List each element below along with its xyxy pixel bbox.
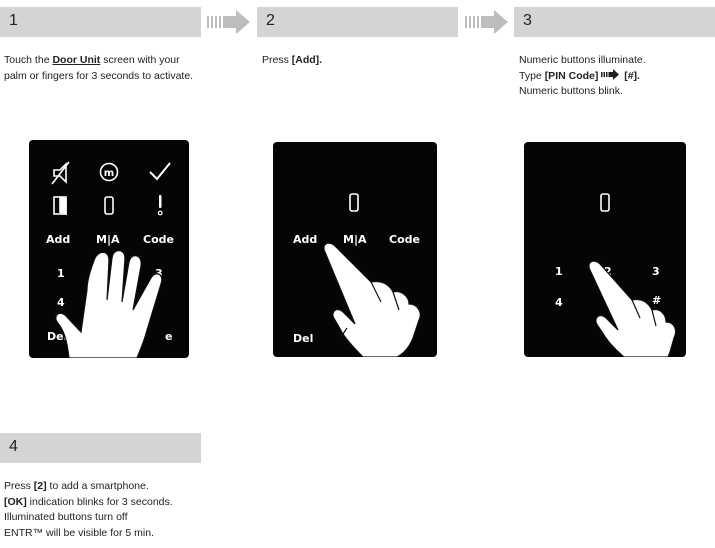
- key-1: 1: [555, 265, 563, 278]
- arrow-icon: [601, 69, 621, 80]
- step-2-header: 2: [257, 7, 458, 37]
- step-1-instruction: Touch the Door Unit screen with your pal…: [4, 53, 204, 84]
- step-2-instruction: Press [Add].: [262, 53, 462, 69]
- key-add: Add: [293, 233, 317, 246]
- key-add: Add: [46, 233, 70, 246]
- key-3: 3: [652, 265, 660, 278]
- door-icon: [54, 197, 66, 214]
- instruction-line: Numeric buttons blink.: [519, 84, 715, 100]
- step-3-header: 3: [514, 7, 715, 37]
- panel-icons: m Add M|A Code 1 3 4 Del e: [29, 140, 189, 358]
- step-4-header: 4: [0, 433, 201, 463]
- svg-text:m: m: [104, 168, 114, 179]
- panel-icons: Add M|A Code Del: [273, 142, 437, 357]
- instruction-line: Numeric buttons illuminate.: [519, 53, 715, 69]
- key-1: 1: [57, 267, 65, 280]
- pin-code-term: [PIN Code]: [545, 70, 599, 82]
- pointing-hand-illustration: [324, 243, 420, 357]
- ok-term: [OK]: [4, 496, 27, 508]
- key-ma: M|A: [96, 233, 120, 246]
- next-arrow-icon: [206, 9, 252, 35]
- key-ma: M|A: [343, 233, 367, 246]
- battery-icon: [350, 194, 358, 211]
- instruction-line: ENTR™ will be visible for 5 min.: [4, 526, 234, 542]
- step-number: 2: [266, 12, 275, 30]
- instruction-text: Press: [262, 54, 292, 66]
- instruction-line: Type [PIN Code] [#].: [519, 69, 715, 85]
- hash-term: [#].: [624, 70, 640, 82]
- key-4: 4: [555, 296, 563, 309]
- key-e: e: [165, 330, 172, 343]
- battery-icon: [601, 194, 609, 211]
- step-number: 1: [9, 12, 18, 30]
- step-number: 4: [9, 438, 18, 456]
- instruction-text: Touch the: [4, 54, 52, 66]
- check-icon: [150, 163, 170, 179]
- step-1-header: 1: [0, 7, 201, 37]
- step-3-instruction: Numeric buttons illuminate. Type [PIN Co…: [519, 53, 715, 100]
- instruction-line: [OK] indication blinks for 3 seconds.: [4, 495, 234, 511]
- key-del: Del: [293, 332, 313, 345]
- next-arrow-icon: [464, 9, 510, 35]
- exclamation-icon: [158, 195, 162, 215]
- instruction-line: Press [2] to add a smartphone.: [4, 479, 234, 495]
- battery-icon: [105, 197, 113, 214]
- key-hash: #: [652, 294, 661, 307]
- door-unit-panel-2: Add M|A Code Del: [273, 142, 437, 357]
- door-unit-panel-3: 1 2 3 4 #: [524, 142, 686, 357]
- palm-hand-illustration: [56, 251, 162, 359]
- key-4: 4: [57, 296, 65, 309]
- door-unit-term: Door Unit: [52, 54, 100, 66]
- key-2-term: [2]: [34, 480, 47, 492]
- add-term: [Add].: [292, 54, 322, 66]
- pointing-hand-illustration: [589, 261, 676, 357]
- panel-icons: 1 2 3 4 #: [524, 142, 686, 357]
- door-unit-panel-1: m Add M|A Code 1 3 4 Del e: [29, 140, 189, 358]
- instruction-line: Illuminated buttons turn off: [4, 510, 234, 526]
- key-code: Code: [389, 233, 420, 246]
- step-number: 3: [523, 12, 532, 30]
- mute-icon: [52, 162, 69, 184]
- m-circle-icon: m: [101, 164, 118, 181]
- step-4-instruction: Press [2] to add a smartphone. [OK] indi…: [4, 479, 234, 541]
- key-code: Code: [143, 233, 174, 246]
